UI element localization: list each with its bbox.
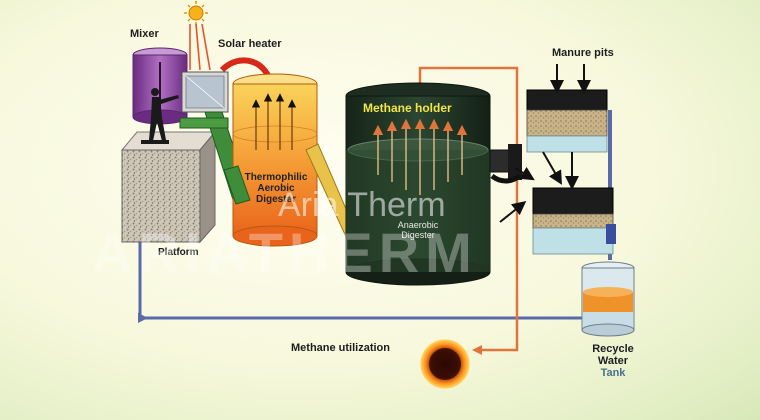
- manure-flow-arrows: [499, 64, 591, 223]
- blue-overflow-pipe: [606, 224, 616, 244]
- sun-icon: [184, 1, 208, 25]
- watermark-line1: Aria Therm: [278, 186, 446, 224]
- connector-pipe: [489, 144, 522, 184]
- label-methane-holder: Methane holder: [363, 101, 452, 115]
- aerobic-digester-tank: [232, 73, 318, 247]
- label-recycle-line2: Water: [597, 355, 629, 367]
- label-thermophilic-line1: Thermophilic: [244, 172, 308, 183]
- label-solar-heater: Solar heater: [218, 38, 282, 50]
- sun-rays: [189, 23, 211, 71]
- label-manure-pits: Manure pits: [552, 47, 614, 59]
- label-thermophilic-line3: Digester: [255, 194, 296, 205]
- label-mixer: Mixer: [130, 28, 159, 40]
- manure-pit-upper: [526, 89, 608, 153]
- label-thermophilic-aerobic-digester: Thermophilic Aerobic Digester: [240, 172, 312, 205]
- solar-heater-box: [181, 71, 229, 113]
- label-platform: Platform: [158, 247, 199, 258]
- label-recycle-line3: Tank: [600, 367, 626, 379]
- label-methane-utilization: Methane utilization: [291, 342, 390, 354]
- methane-flame-icon: [420, 339, 470, 389]
- label-anaerobic-digester: Anaerobic Digester: [390, 220, 446, 240]
- label-anaerobic-line2: Digester: [401, 230, 435, 240]
- label-anaerobic-line1: Anaerobic: [397, 220, 439, 230]
- methane-rise-arrows: [372, 118, 468, 195]
- methane-pipe: [418, 66, 519, 352]
- label-recycle-water-tank: Recycle Water Tank: [582, 343, 644, 379]
- recycle-water-tank: [581, 261, 635, 337]
- label-recycle-line1: Recycle: [592, 343, 634, 355]
- aerobic-heat-arrows: [251, 93, 297, 150]
- label-thermophilic-line2: Aerobic: [257, 183, 295, 194]
- manure-pit-lower: [532, 187, 614, 255]
- watermark-line2: ARIATHERM: [92, 221, 478, 284]
- worker-figure: [141, 88, 179, 144]
